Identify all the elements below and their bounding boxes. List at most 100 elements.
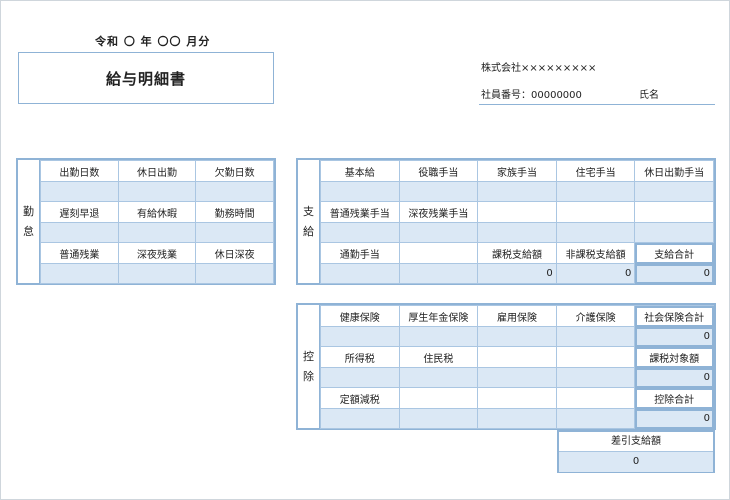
value-cell (320, 367, 400, 388)
header-cell: 定額減税 (320, 387, 400, 409)
header-cell: 深夜残業 (117, 242, 197, 264)
value-cell (555, 222, 636, 243)
attendance-table: 出勤日数休日出勤欠勤日数遅刻早退有給休暇勤務時間普通残業深夜残業休日深夜 (40, 160, 274, 284)
value-cell (398, 326, 479, 347)
employee-info: 社員番号：00000000 氏名 (479, 84, 715, 105)
header-cell: 勤務時間 (195, 201, 274, 223)
value-row (320, 222, 714, 243)
header-cell: 深夜残業手当 (398, 201, 479, 223)
value-cell (477, 367, 557, 388)
header-cell (634, 201, 714, 223)
attendance-label: 勤 怠 (18, 160, 40, 283)
header-cell (555, 346, 636, 368)
header-row: 健康保険厚生年金保険雇用保険介護保険社会保険合計 (320, 305, 714, 327)
header-cell: 通勤手当 (320, 242, 400, 264)
value-cell (555, 367, 636, 388)
value-cell (398, 181, 479, 202)
header-cell (555, 201, 636, 223)
header-cell: 課税対象額 (634, 346, 714, 368)
header-cell (477, 346, 557, 368)
value-cell: 0 (634, 408, 714, 429)
header-cell: 休日深夜 (195, 242, 274, 264)
value-cell (195, 263, 274, 284)
header-cell: 休日出勤手当 (634, 160, 714, 182)
value-cell (320, 222, 400, 243)
header-cell: 所得税 (320, 346, 400, 368)
payment-label: 支 給 (298, 160, 320, 283)
header-row: 所得税住民税 課税対象額 (320, 346, 714, 368)
header-row: 基本給役職手当家族手当住宅手当休日出勤手当 (320, 160, 714, 182)
header-cell (398, 387, 479, 409)
employee-name-label: 氏名 (639, 90, 659, 101)
value-cell (320, 263, 400, 284)
net-pay-label: 差引支給額 (559, 432, 713, 452)
header-cell: 住宅手当 (555, 160, 636, 182)
value-cell: 0 (634, 367, 714, 388)
header-row: 出勤日数休日出勤欠勤日数 (40, 160, 274, 182)
document-title: 給与明細書 (18, 52, 274, 104)
header-cell: 遅刻早退 (40, 201, 119, 223)
header-cell: 住民税 (398, 346, 479, 368)
value-cell (320, 326, 400, 347)
payment-section: 支 給 基本給役職手当家族手当住宅手当休日出勤手当普通残業手当深夜残業手当通勤手… (296, 158, 716, 285)
value-cell (195, 222, 274, 243)
value-cell (398, 367, 479, 388)
value-cell (398, 408, 479, 429)
value-cell (117, 263, 197, 284)
value-cell (195, 181, 274, 202)
value-cell (477, 326, 557, 347)
value-cell: 0 (477, 263, 557, 284)
value-cell (555, 408, 636, 429)
value-row (40, 181, 274, 202)
value-cell (40, 181, 119, 202)
header-cell: 社会保険合計 (634, 305, 714, 327)
value-cell: 0 (634, 326, 714, 347)
header-cell: 厚生年金保険 (398, 305, 479, 327)
value-cell (555, 181, 636, 202)
employee-number: 社員番号：00000000 (481, 90, 582, 101)
value-cell (40, 222, 119, 243)
payment-table: 基本給役職手当家族手当住宅手当休日出勤手当普通残業手当深夜残業手当通勤手当課税支… (320, 160, 714, 284)
header-cell: 基本給 (320, 160, 400, 182)
net-pay-box: 差引支給額 0 (557, 430, 715, 473)
header-cell: 普通残業手当 (320, 201, 400, 223)
header-row: 定額減税控除合計 (320, 387, 714, 409)
value-cell (320, 181, 400, 202)
header-cell: 役職手当 (398, 160, 479, 182)
header-cell (398, 242, 479, 264)
header-cell: 雇用保険 (477, 305, 557, 327)
value-cell (477, 408, 557, 429)
header-cell: 課税支給額 (477, 242, 557, 264)
header-cell: 欠勤日数 (195, 160, 274, 182)
header-cell (477, 387, 557, 409)
header-cell (555, 387, 636, 409)
value-row (40, 263, 274, 284)
value-cell: 0 (555, 263, 636, 284)
value-cell (398, 222, 479, 243)
header-cell: 非課税支給額 (555, 242, 636, 264)
header-cell: 支給合計 (634, 242, 714, 264)
header-cell: 普通残業 (40, 242, 119, 264)
value-row (40, 222, 274, 243)
value-cell (634, 222, 714, 243)
value-row: 0 (320, 367, 714, 388)
header-cell: 家族手当 (477, 160, 557, 182)
header-cell: 介護保険 (555, 305, 636, 327)
value-cell (320, 408, 400, 429)
value-cell (117, 181, 197, 202)
header-cell: 健康保険 (320, 305, 400, 327)
header-cell (477, 201, 557, 223)
header-cell: 休日出勤 (117, 160, 197, 182)
value-cell (477, 222, 557, 243)
pay-period: 令和 〇 年 〇〇 月分 (95, 35, 211, 48)
header-row: 普通残業深夜残業休日深夜 (40, 242, 274, 264)
value-row (320, 181, 714, 202)
header-row: 普通残業手当深夜残業手当 (320, 201, 714, 223)
header-cell: 有給休暇 (117, 201, 197, 223)
attendance-section: 勤 怠 出勤日数休日出勤欠勤日数遅刻早退有給休暇勤務時間普通残業深夜残業休日深夜 (16, 158, 276, 285)
value-cell (477, 181, 557, 202)
company-name: 株式会社××××××××× (481, 63, 597, 74)
